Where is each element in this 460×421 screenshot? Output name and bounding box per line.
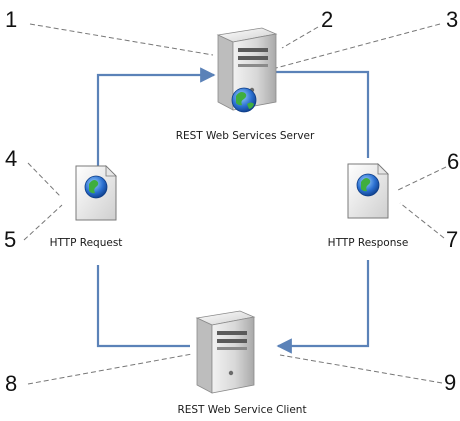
leader-line-4 — [27, 162, 61, 197]
callout-8: 8 — [5, 371, 17, 396]
callout-6: 6 — [447, 149, 459, 174]
leader-line-7 — [399, 202, 445, 239]
leader-line-5 — [23, 204, 63, 241]
callout-3: 3 — [446, 7, 458, 32]
leader-line-9 — [279, 354, 443, 384]
request-label: HTTP Request — [50, 237, 123, 249]
callout-5: 5 — [4, 227, 16, 252]
callout-7: 7 — [446, 227, 458, 252]
callout-2: 2 — [321, 7, 333, 32]
request-flow-line — [96, 67, 216, 170]
response-flow-line — [275, 70, 370, 158]
response-to-client-line — [276, 260, 370, 354]
leader-line-8 — [27, 353, 193, 385]
leader-line-6 — [397, 166, 447, 191]
web-document-icon — [347, 163, 389, 219]
leader-line-3 — [275, 23, 441, 69]
client-to-request-line — [96, 265, 190, 348]
globe-icon — [231, 87, 257, 113]
server-tower-icon — [195, 310, 256, 394]
leader-line-1 — [29, 23, 214, 56]
leader-line-2 — [281, 26, 319, 49]
client-label: REST Web Service Client — [177, 404, 306, 416]
response-label: HTTP Response — [328, 237, 409, 249]
callout-4: 4 — [5, 146, 17, 171]
server-label: REST Web Services Server — [176, 130, 315, 142]
callout-9: 9 — [444, 370, 456, 395]
web-document-icon — [75, 165, 117, 221]
callout-1: 1 — [5, 7, 17, 32]
